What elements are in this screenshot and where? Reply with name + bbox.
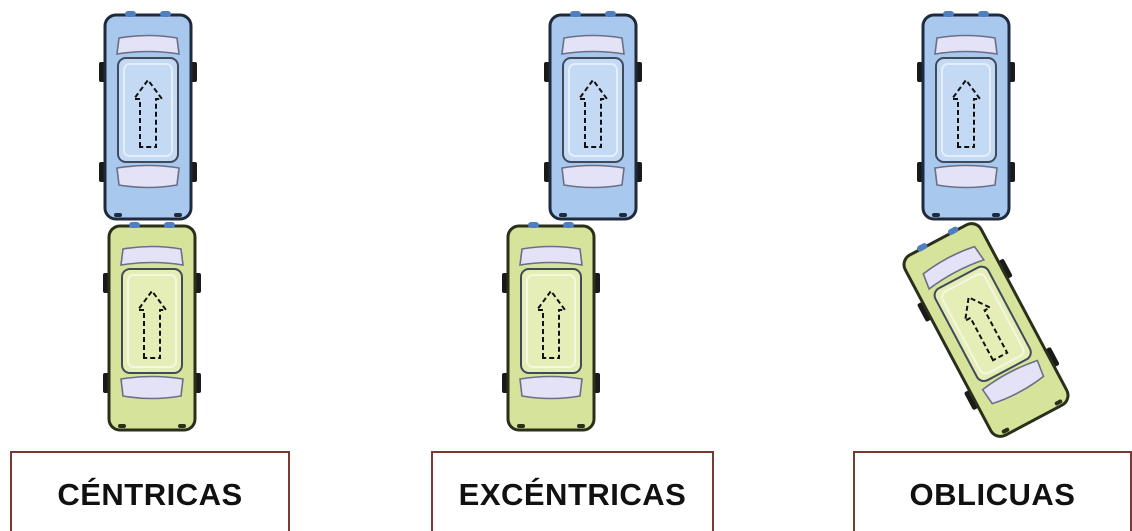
label-centricas: CÉNTRICAS — [57, 477, 243, 512]
rear-light — [114, 213, 122, 217]
headlight — [164, 222, 175, 228]
direction-arrow-icon — [132, 78, 164, 148]
wheel — [997, 259, 1013, 279]
windshield — [120, 245, 184, 266]
car-roof — [117, 57, 179, 163]
car-roof — [121, 268, 183, 374]
headlight — [129, 222, 140, 228]
windshield — [519, 245, 583, 266]
rear-light — [619, 213, 627, 217]
rear-light — [577, 424, 585, 428]
headlight — [947, 226, 959, 236]
rear-light — [1054, 399, 1063, 406]
label-excentricas: EXCÉNTRICAS — [458, 477, 687, 512]
rear-light — [118, 424, 126, 428]
rear-window — [934, 164, 998, 189]
label-box-excentricas: EXCÉNTRICAS — [431, 451, 714, 531]
rear-light — [559, 213, 567, 217]
headlight — [605, 11, 616, 17]
direction-arrow-icon — [577, 78, 609, 148]
headlight — [916, 243, 928, 252]
direction-arrow-icon — [963, 295, 1009, 362]
car-blue-excentricas — [544, 11, 642, 221]
windshield — [561, 34, 625, 55]
rear-window — [116, 164, 180, 189]
car-roof — [520, 268, 582, 374]
car-green-excentricas — [502, 222, 600, 432]
windshield — [934, 34, 998, 55]
label-oblicuas: OBLICUAS — [909, 477, 1076, 512]
car-green-centricas — [103, 222, 201, 432]
windshield — [922, 245, 986, 291]
rear-light — [178, 424, 186, 428]
car-blue-centricas — [99, 11, 197, 221]
rear-light — [174, 213, 182, 217]
windshield — [116, 34, 180, 55]
wheel — [964, 390, 979, 410]
headlight — [570, 11, 581, 17]
wheel — [1044, 347, 1060, 367]
rear-light — [517, 424, 525, 428]
rear-light — [992, 213, 1000, 217]
wheel — [917, 301, 932, 322]
direction-arrow-icon — [950, 78, 982, 148]
rear-light — [932, 213, 940, 217]
rear-window — [519, 375, 583, 400]
label-box-centricas: CÉNTRICAS — [10, 451, 290, 531]
direction-arrow-icon — [136, 289, 168, 359]
headlight — [528, 222, 539, 228]
headlight — [978, 11, 989, 17]
car-roof — [935, 57, 997, 163]
rear-window — [120, 375, 184, 400]
rear-window — [561, 164, 625, 189]
rear-light — [1001, 427, 1010, 434]
label-box-oblicuas: OBLICUAS — [853, 451, 1132, 531]
headlight — [943, 11, 954, 17]
headlight — [160, 11, 171, 17]
car-blue-oblicuas — [917, 11, 1015, 221]
headlight — [563, 222, 574, 228]
headlight — [125, 11, 136, 17]
car-roof — [562, 57, 624, 163]
car-green-oblicuas — [902, 222, 1070, 438]
rear-window — [981, 359, 1045, 405]
direction-arrow-icon — [535, 289, 567, 359]
